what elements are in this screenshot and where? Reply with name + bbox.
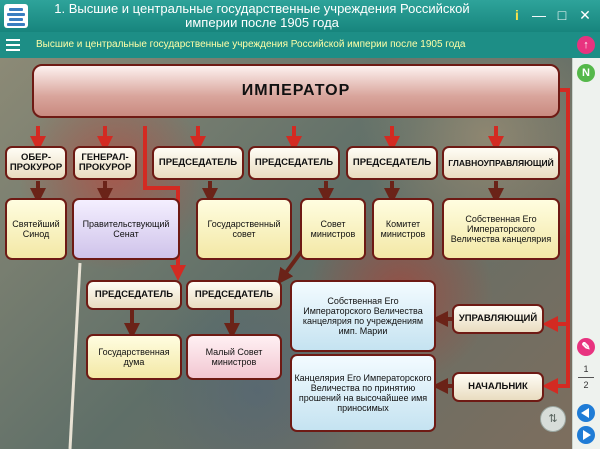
senate-box: Правительствующий Сенат [72,198,180,260]
maria-chancery-box: Собственная Его Императорского Величеств… [290,280,436,352]
swap-arrows-icon[interactable]: ⇅ [540,406,566,432]
page-total: 2 [583,380,589,390]
window-titlebar: 1. Высшие и центральные государственные … [0,0,600,32]
right-sidebar [572,58,600,449]
toolbar-title: Высшие и центральные государственные учр… [36,39,466,50]
manager-box: УПРАВЛЯЮЩИЙ [452,304,544,334]
council-of-ministers-box: Совет министров [300,198,366,260]
minimize-button[interactable]: — [532,7,546,23]
app-logo-icon [4,4,28,28]
holy-synod-box: Святейший Синод [5,198,67,260]
state-duma-box: Государственная дума [86,334,182,380]
page-current: 1 [583,364,589,374]
prev-page-button[interactable] [577,404,595,422]
page-divider [578,377,594,378]
chairman-box-1: ПРЕДСЕДАТЕЛЬ [152,146,244,180]
chief-manager-box: ГЛАВНОУПРАВЛЯЮЩИЙ [442,146,560,180]
connector-lines [30,88,570,449]
arrow-left-icon [581,408,589,418]
ober-procurator-box: ОБЕР-ПРОКУРОР [5,146,67,180]
next-page-button[interactable] [577,426,595,444]
head-box: НАЧАЛЬНИК [452,372,544,402]
chairman-box-2: ПРЕДСЕДАТЕЛЬ [248,146,340,180]
chairman-box-5: ПРЕДСЕДАТЕЛЬ [186,280,282,310]
own-chancery-box: Собственная Его Императорского Величеств… [442,198,560,260]
committee-of-ministers-box: Комитет министров [372,198,434,260]
arrow-right-icon [583,430,591,440]
menu-icon[interactable] [6,38,20,52]
notes-icon[interactable]: N [577,64,595,82]
state-council-box: Государственный совет [196,198,292,260]
emperor-box: ИМПЕРАТОР [32,64,560,118]
restore-button[interactable]: □ [557,7,567,23]
info-icon[interactable]: i [515,7,519,23]
small-council-box: Малый Совет министров [186,334,282,380]
window-title: 1. Высшие и центральные государственные … [54,1,470,30]
diagram-canvas: ИМПЕРАТОР ОБЕР-ПРОКУРОР ГЕНЕРАЛ-ПРОКУРОР… [0,58,572,449]
chairman-box-3: ПРЕДСЕДАТЕЛЬ [346,146,438,180]
chairman-box-4: ПРЕДСЕДАТЕЛЬ [86,280,182,310]
close-button[interactable]: ✕ [579,7,591,23]
general-procurator-box: ГЕНЕРАЛ-ПРОКУРОР [73,146,137,180]
bookmark-icon[interactable]: ↑ [577,36,595,54]
toolbar: Высшие и центральные государственные учр… [0,32,600,58]
pointer-icon[interactable]: ✎ [577,338,595,356]
petitions-chancery-box: Канцелярия Его Императорского Величества… [290,354,436,432]
